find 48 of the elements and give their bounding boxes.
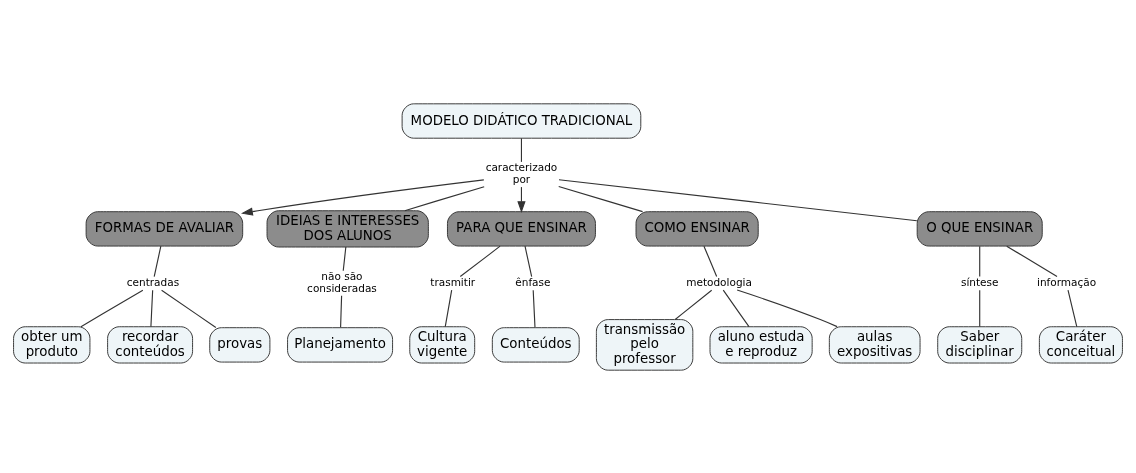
connector (722, 289, 750, 327)
node-text: caracterizado por (485, 160, 558, 185)
connector (153, 245, 162, 277)
node-box: IDEIAS E INTERESSES DOS ALUNOS (266, 209, 429, 247)
connector (404, 185, 485, 211)
node-box: aulas expositivas (828, 325, 921, 363)
node-box: recordar conteúdos (107, 325, 194, 363)
connector (979, 245, 981, 277)
node-box: provas (209, 326, 271, 363)
node-box: obter um produto (13, 325, 91, 363)
connector (979, 289, 981, 327)
node-box: PARA QUE ENSINAR (447, 210, 596, 247)
connector (736, 288, 838, 327)
node-box: FORMAS DE AVALIAR (85, 210, 244, 247)
node-text: trasmitir (430, 275, 476, 288)
node-text: centradas (126, 275, 180, 288)
connector (532, 289, 536, 328)
node-box: Planejamento (287, 326, 394, 363)
arrow (241, 178, 485, 216)
node-box: Cultura vigente (409, 325, 476, 363)
connector (558, 178, 918, 221)
connector (342, 245, 347, 271)
connector (1006, 245, 1058, 277)
connector (524, 245, 533, 277)
node-box: O QUE ENSINAR (916, 210, 1043, 247)
node-box: MODELO DIDÁTICO TRADICIONAL (401, 102, 642, 139)
node-text: síntese (960, 275, 999, 288)
node-box: Conteúdos (491, 326, 580, 363)
node-box: Saber disciplinar (937, 325, 1023, 363)
connector (444, 289, 453, 327)
node-text: ênfase (515, 275, 551, 288)
node-box: aluno estuda e reproduz (709, 325, 813, 363)
connector (1067, 289, 1078, 327)
node-box: Caráter conceitual (1038, 325, 1123, 363)
connector (150, 289, 154, 327)
connector (558, 185, 644, 212)
connector (703, 245, 718, 277)
node-text: metodologia (686, 275, 752, 288)
node-text: informação (1037, 275, 1097, 288)
connector (161, 289, 217, 328)
connector (674, 289, 713, 320)
connector (520, 137, 523, 162)
node-text: não são consideradas (307, 269, 377, 294)
node-box: COMO ENSINAR (635, 210, 759, 247)
connector (340, 294, 343, 328)
node-box: transmissão pelo professor (595, 318, 694, 371)
connector (80, 289, 144, 327)
connector (459, 245, 501, 277)
